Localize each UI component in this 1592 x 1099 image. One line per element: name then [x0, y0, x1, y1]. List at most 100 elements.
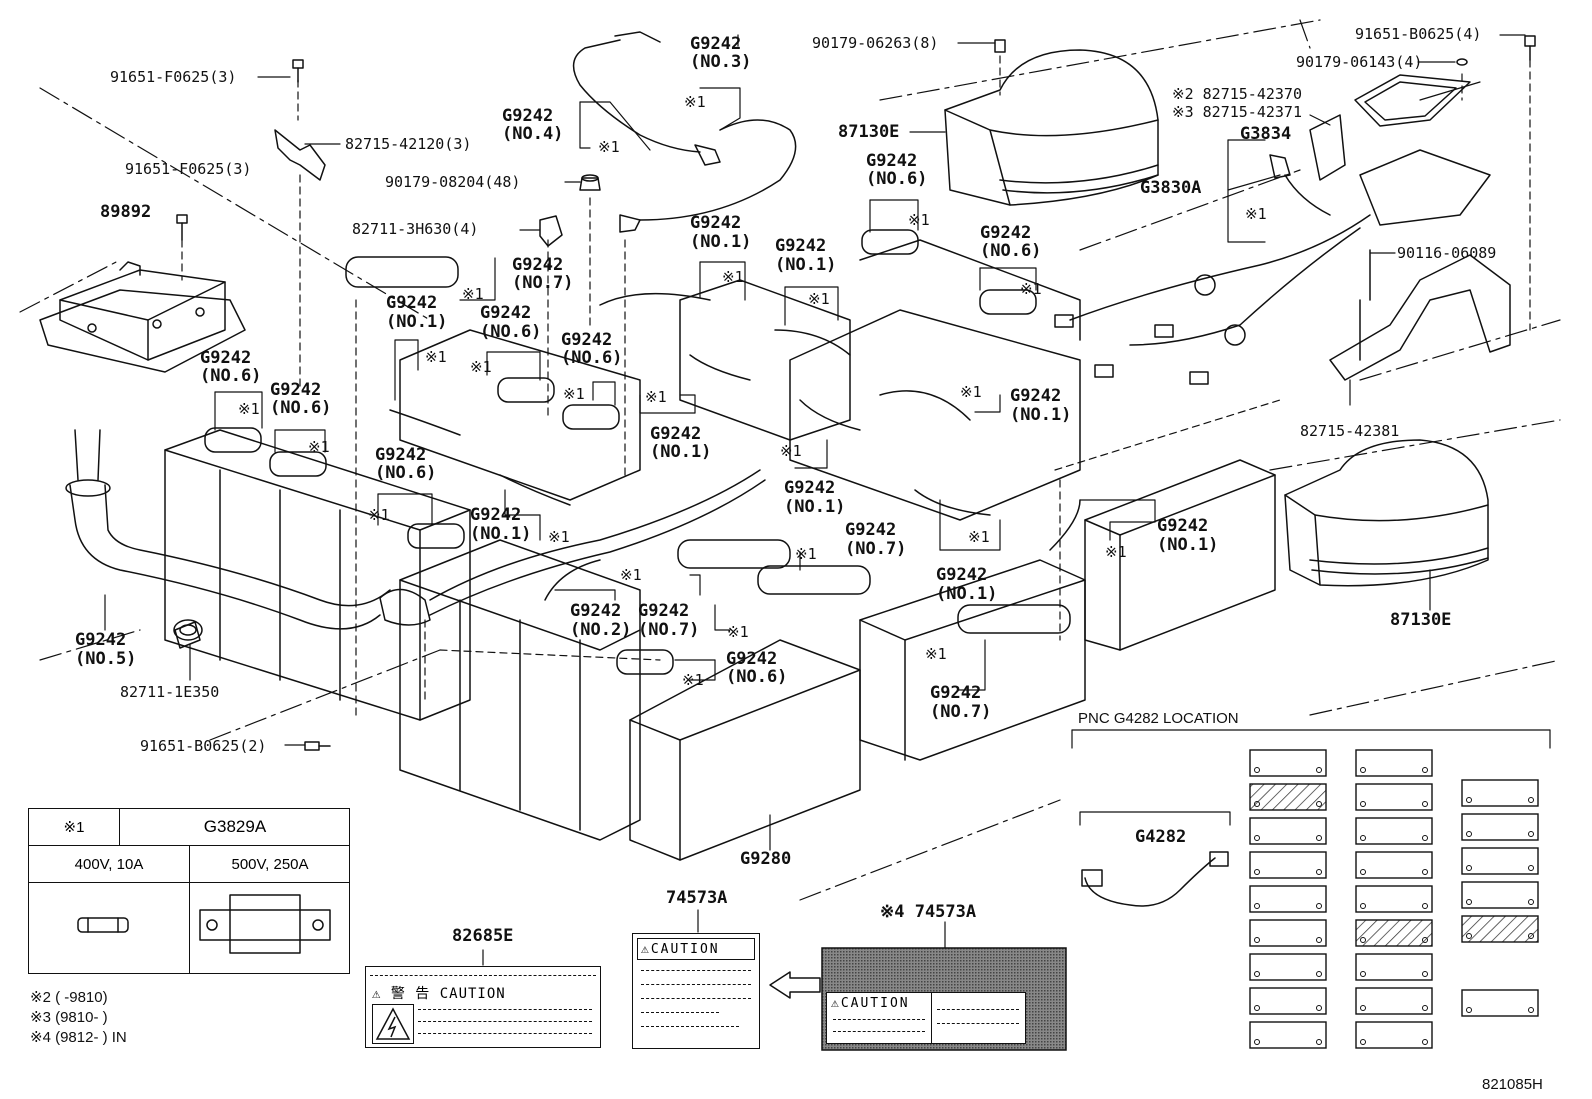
pnc-cell-hole [1422, 937, 1428, 943]
label-bolt-b0625-bottom: 91651-B0625(2) [140, 737, 267, 755]
pnc-cell-hole [1422, 835, 1428, 841]
pnc-cell-hole [1528, 831, 1534, 837]
pnc-location-cell [1249, 851, 1327, 879]
pnc-cell-hole [1422, 869, 1428, 875]
g9242-no1-a-part: G9242 [690, 213, 742, 233]
g9242-no6-h-part: G9242 [726, 649, 778, 669]
g9242-no6-a-num: (NO.6) [866, 169, 928, 189]
pnc-cell-hole [1466, 1007, 1472, 1013]
g9242-no1-b-mark: ※1 [808, 290, 830, 308]
pnc-cell-hole [1528, 1007, 1534, 1013]
g9242-no6-b-mark: ※1 [1020, 280, 1042, 298]
note-3: ※3 (9810- ) [30, 1009, 108, 1026]
g9242-no6-a-mark: ※1 [908, 211, 930, 229]
pnc-location-cell [1249, 817, 1327, 845]
caution-label-74573a: ⚠CAUTION [632, 933, 760, 1049]
g9242-no1-g-part: G9242 [470, 505, 522, 525]
g9242-no6-c-part: G9242 [480, 303, 532, 323]
caution-label-74573a-alt-text: ⚠CAUTION [831, 996, 910, 1011]
g9242-no3-num: (NO.3) [690, 52, 752, 72]
label-bracket-42120: 82715-42120(3) [345, 135, 472, 153]
pnc-location-cell [1355, 885, 1433, 913]
pnc-cell-hole [1528, 797, 1534, 803]
pnc-cell-hole [1254, 869, 1260, 875]
pnc-cell-hole [1254, 767, 1260, 773]
pnc-location-cell [1249, 749, 1327, 777]
fuse-spec-right: 500V, 250A [231, 855, 309, 873]
g9242-no7-d-part: G9242 [930, 683, 982, 703]
label-bolt-b0625-top: 91651-B0625(4) [1355, 25, 1482, 43]
fuse-table-mark: ※1 [29, 809, 120, 845]
g9242-no1-d-mark: ※1 [645, 388, 667, 406]
fuse-table-divider [189, 883, 190, 973]
pnc-cell-hole [1254, 937, 1260, 943]
label-nut-06263: 90179-06263(8) [812, 34, 939, 52]
pnc-cell-hole [1466, 933, 1472, 939]
g9242-no1-f-num: (NO.1) [784, 497, 846, 517]
g9242-no5-part: G9242 [75, 630, 127, 650]
g9242-no6-f-mark: ※1 [308, 438, 330, 456]
label-74573a: 74573A [666, 888, 728, 908]
pnc-cell-hole [1422, 767, 1428, 773]
pnc-cell-hole [1528, 933, 1534, 939]
fuse-drawings [77, 894, 331, 954]
g9242-no4-num: (NO.4) [502, 124, 564, 144]
g9242-no1-c-part: G9242 [386, 293, 438, 313]
pnc-cell-hole [1360, 937, 1366, 943]
pnc-cell-hole [1466, 797, 1472, 803]
label-leaders [104, 34, 1551, 966]
pnc-location-cell [1461, 813, 1539, 841]
pnc-location-cell [1355, 749, 1433, 777]
g9242-no7-c-mark: ※1 [727, 623, 749, 641]
pnc-cell-hole [1316, 1005, 1322, 1011]
pnc-location-cell [1355, 817, 1433, 845]
clamp-1e350-drawing [173, 619, 203, 641]
g9242-no7-b-num: (NO.7) [845, 539, 907, 559]
g9242-no3-part: G9242 [690, 34, 742, 54]
g9242-no1-b-part: G9242 [775, 236, 827, 256]
pnc-cell-hole [1360, 903, 1366, 909]
ecu-89892-drawing [39, 261, 246, 373]
caution-label-82685e: ⚠ 警 告 CAUTION [365, 966, 601, 1048]
g9242-no5-num: (NO.5) [75, 649, 137, 669]
pnc-cell-hole [1360, 835, 1366, 841]
g9242-no1-g-mark: ※1 [548, 528, 570, 546]
g9242-no6-d-part: G9242 [561, 330, 613, 350]
pnc-cell-hole [1360, 767, 1366, 773]
g9242-no1-b-num: (NO.1) [775, 255, 837, 275]
pnc-cell-hole [1360, 801, 1366, 807]
label-74573a-alt: ※4 74573A [880, 902, 977, 922]
fuse-table-header: ※1 G3829A [29, 809, 349, 846]
label-nut-08204: 90179-08204(48) [385, 173, 521, 191]
g9242-no4-part: G9242 [502, 106, 554, 126]
pnc-cell-hole [1316, 869, 1322, 875]
pnc-cell-hole [1422, 903, 1428, 909]
pnc-location-cell [1461, 989, 1539, 1017]
g9242-no6-g-mark: ※1 [368, 506, 390, 524]
g9242-no6-b-part: G9242 [980, 223, 1032, 243]
fuse-table: ※1 G3829A 400V, 10A 500V, 250A [28, 808, 350, 974]
pnc-cell-hole [1422, 1039, 1428, 1045]
g9242-no7-a-mark: ※1 [462, 285, 484, 303]
cover-87130e-right-drawing [1284, 439, 1489, 587]
label-wire-42371: ※3 82715-42371 [1172, 103, 1302, 121]
pnc-location-cell [1249, 953, 1327, 981]
g9242-no7-d-mark: ※1 [925, 645, 947, 663]
small-cables-drawing [389, 292, 1081, 601]
g9242-no1-g-num: (NO.1) [470, 524, 532, 544]
label-clip-3h630: 82711-3H630(4) [352, 220, 479, 238]
g9242-no1-i-part: G9242 [1157, 516, 1209, 536]
pnc-cell-hole [1422, 971, 1428, 977]
g9242-no2-num: (NO.2) [570, 620, 632, 640]
g9242-no6-h-num: (NO.6) [726, 667, 788, 687]
label-pnc-location: PNC G4282 LOCATION [1078, 710, 1239, 727]
pnc-location-cell [1249, 783, 1327, 811]
g9242-no6-f-num: (NO.6) [270, 398, 332, 418]
g9242-no1-a-num: (NO.1) [690, 232, 752, 252]
high-voltage-icon [372, 1004, 414, 1044]
pnc-cell-hole [1316, 1039, 1322, 1045]
pnc-cell-hole [1254, 903, 1260, 909]
label-wire-42370: ※2 82715-42370 [1172, 85, 1302, 103]
g9242-no3-mark: ※1 [684, 93, 706, 111]
